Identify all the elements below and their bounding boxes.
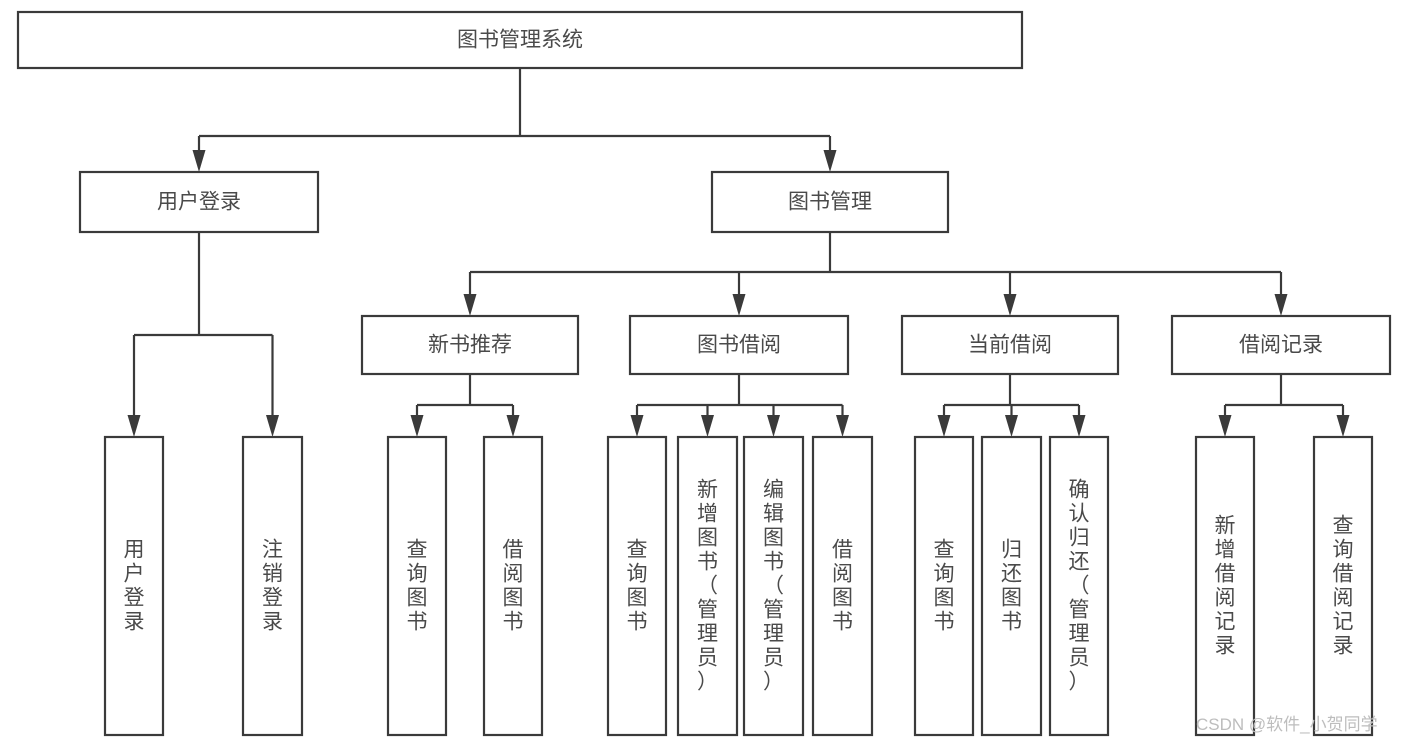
arrow-head-icon (630, 415, 644, 437)
arrow-head-icon (937, 415, 951, 437)
arrow-head-icon (1336, 415, 1350, 437)
node-l-edit-book[interactable]: 编辑图书（管理员） (742, 435, 805, 737)
node-layer: 图书管理系统用户登录图书管理新书推荐图书借阅当前借阅借阅记录用户登录注销登录查询… (16, 10, 1392, 737)
node-book-borrow[interactable]: 图书借阅 (628, 314, 850, 376)
arrow-head-icon (1003, 294, 1017, 316)
node-box-l-add-record (1194, 435, 1256, 737)
node-label-book-borrow: 图书借阅 (697, 334, 781, 357)
node-l-query-book-2[interactable]: 查询图书 (606, 435, 668, 737)
arrow-head-icon (1005, 415, 1018, 437)
node-box-l-add-book (676, 435, 739, 737)
connector-new-book-rec (410, 374, 520, 437)
node-book-manage[interactable]: 图书管理 (710, 170, 950, 234)
node-l-query-book-1[interactable]: 查询图书 (386, 435, 448, 737)
arrow-head-icon (767, 415, 780, 437)
node-label-l-borrow-book-2: 借阅图书 (832, 539, 853, 634)
node-l-query-book-3[interactable]: 查询图书 (913, 435, 975, 737)
connector-book-manage (463, 232, 1288, 316)
node-l-confirm-return[interactable]: 确认归还（管理员） (1048, 435, 1110, 737)
arrow-head-icon (1218, 415, 1232, 437)
node-label-new-book-rec: 新书推荐 (428, 334, 512, 357)
node-l-add-book[interactable]: 新增图书（管理员） (676, 435, 739, 737)
node-l-add-record[interactable]: 新增借阅记录 (1194, 435, 1256, 737)
arrow-head-icon (127, 415, 141, 437)
node-box-l-query-book-2 (606, 435, 668, 737)
arrow-head-icon (1072, 415, 1086, 437)
node-box-book-borrow (628, 314, 850, 376)
connector-book-borrow (630, 374, 849, 437)
node-box-l-query-book-1 (386, 435, 448, 737)
node-box-book-manage (710, 170, 950, 234)
node-label-l-return-book: 归还图书 (1001, 539, 1022, 634)
node-label-l-confirm-return: 确认归还（管理员） (1069, 479, 1090, 694)
node-label-l-query-book-1: 查询图书 (407, 539, 428, 634)
node-l-return-book[interactable]: 归还图书 (980, 435, 1043, 737)
node-box-l-borrow-book-2 (811, 435, 874, 737)
node-label-l-borrow-book-1: 借阅图书 (503, 539, 524, 634)
node-label-l-add-record: 新增借阅记录 (1215, 515, 1236, 658)
connector-current-borrow (937, 374, 1086, 437)
node-box-l-confirm-return (1048, 435, 1110, 737)
connector-layer (127, 68, 1350, 437)
node-label-leaf-logout: 注销登录 (262, 539, 283, 634)
node-label-l-query-book-2: 查询图书 (627, 539, 648, 634)
node-label-l-query-book-3: 查询图书 (934, 539, 955, 634)
node-l-query-record[interactable]: 查询借阅记录 (1312, 435, 1374, 737)
node-new-book-rec[interactable]: 新书推荐 (360, 314, 580, 376)
node-box-leaf-user-login (103, 435, 165, 737)
node-label-l-edit-book: 编辑图书（管理员） (763, 479, 784, 694)
node-box-root (16, 10, 1024, 70)
connector-user-login (127, 232, 279, 437)
arrow-head-icon (266, 415, 279, 437)
arrow-head-icon (410, 415, 424, 437)
node-label-l-add-book: 新增图书（管理员） (697, 479, 718, 694)
node-label-leaf-user-login: 用户登录 (124, 539, 145, 634)
arrow-head-icon (823, 150, 837, 172)
node-leaf-logout[interactable]: 注销登录 (241, 435, 304, 737)
node-box-user-login (78, 170, 320, 234)
node-label-user-login: 用户登录 (157, 191, 241, 214)
node-box-new-book-rec (360, 314, 580, 376)
node-box-l-query-book-3 (913, 435, 975, 737)
csdn-watermark: CSDN @软件_小贺同学 (1196, 715, 1378, 734)
node-box-leaf-logout (241, 435, 304, 737)
node-root[interactable]: 图书管理系统 (16, 10, 1024, 70)
node-borrow-record[interactable]: 借阅记录 (1170, 314, 1392, 376)
node-box-current-borrow (900, 314, 1120, 376)
node-label-borrow-record: 借阅记录 (1239, 334, 1323, 357)
node-label-root: 图书管理系统 (457, 29, 583, 52)
node-l-borrow-book-1[interactable]: 借阅图书 (482, 435, 544, 737)
connector-root (192, 68, 837, 172)
node-box-l-borrow-book-1 (482, 435, 544, 737)
arrow-head-icon (732, 294, 746, 316)
arrow-head-icon (836, 415, 849, 437)
node-box-l-return-book (980, 435, 1043, 737)
arrow-head-icon (506, 415, 520, 437)
arrow-head-icon (1274, 294, 1288, 316)
arrow-head-icon (701, 415, 714, 437)
node-label-book-manage: 图书管理 (788, 191, 872, 214)
arrow-head-icon (463, 294, 477, 316)
node-label-l-query-record: 查询借阅记录 (1333, 515, 1354, 658)
connector-borrow-record (1218, 374, 1350, 437)
node-box-l-edit-book (742, 435, 805, 737)
node-user-login[interactable]: 用户登录 (78, 170, 320, 234)
node-label-current-borrow: 当前借阅 (968, 334, 1052, 357)
node-box-borrow-record (1170, 314, 1392, 376)
node-leaf-user-login[interactable]: 用户登录 (103, 435, 165, 737)
node-current-borrow[interactable]: 当前借阅 (900, 314, 1120, 376)
node-l-borrow-book-2[interactable]: 借阅图书 (811, 435, 874, 737)
arrow-head-icon (192, 150, 206, 172)
node-box-l-query-record (1312, 435, 1374, 737)
